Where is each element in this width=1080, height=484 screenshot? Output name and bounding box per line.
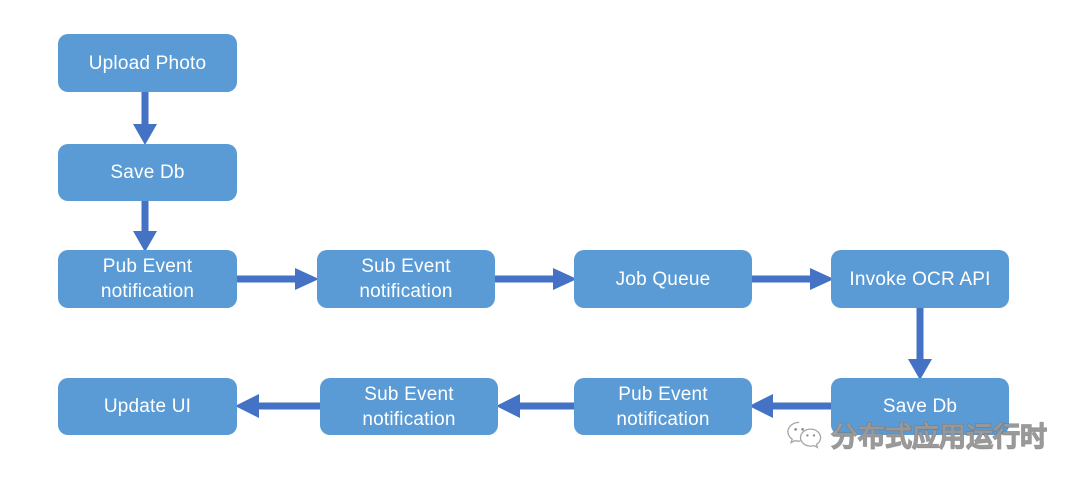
node-label: Pub Event notification: [100, 256, 195, 302]
node-label: Sub Event notification: [359, 256, 453, 302]
arrow-pub-event-to-sub-event-2: [494, 391, 580, 421]
node-label: Pub Event notification: [616, 383, 710, 430]
node-pub-event-notification-1[interactable]: Pub Event notification: [58, 250, 237, 308]
node-label: Save Db: [110, 162, 185, 183]
arrow-sub-event-to-update-ui: [233, 391, 323, 421]
node-job-queue[interactable]: Job Queue: [574, 250, 752, 308]
node-save-db-1[interactable]: Save Db: [58, 144, 237, 201]
arrow-save-db-to-pub-event-2: [747, 391, 835, 421]
arrow-save-db-to-pub-event: [130, 197, 160, 255]
arrow-pub-event-to-sub-event: [233, 264, 321, 294]
wechat-icon: [786, 419, 824, 456]
node-pub-event-notification-2[interactable]: Pub Event notification: [574, 378, 752, 435]
arrow-upload-photo-to-save-db: [130, 88, 160, 148]
node-save-db-2[interactable]: Save Db: [831, 378, 1009, 435]
arrow-job-queue-to-invoke-ocr-api: [748, 264, 836, 294]
node-update-ui[interactable]: Update UI: [58, 378, 237, 435]
node-upload-photo[interactable]: Upload Photo: [58, 34, 237, 92]
node-invoke-ocr-api[interactable]: Invoke OCR API: [831, 250, 1009, 308]
node-label: Update UI: [103, 396, 192, 417]
node-label: Save Db: [882, 396, 958, 417]
node-label: Sub Event notification: [362, 383, 456, 430]
node-label: Invoke OCR API: [849, 268, 991, 290]
node-sub-event-notification-2[interactable]: Sub Event notification: [320, 378, 498, 435]
node-sub-event-notification-1[interactable]: Sub Event notification: [317, 250, 495, 308]
arrow-invoke-ocr-api-to-save-db: [905, 305, 935, 383]
arrow-sub-event-to-job-queue: [491, 264, 579, 294]
node-label: Job Queue: [615, 268, 711, 290]
node-label: Upload Photo: [88, 52, 207, 74]
